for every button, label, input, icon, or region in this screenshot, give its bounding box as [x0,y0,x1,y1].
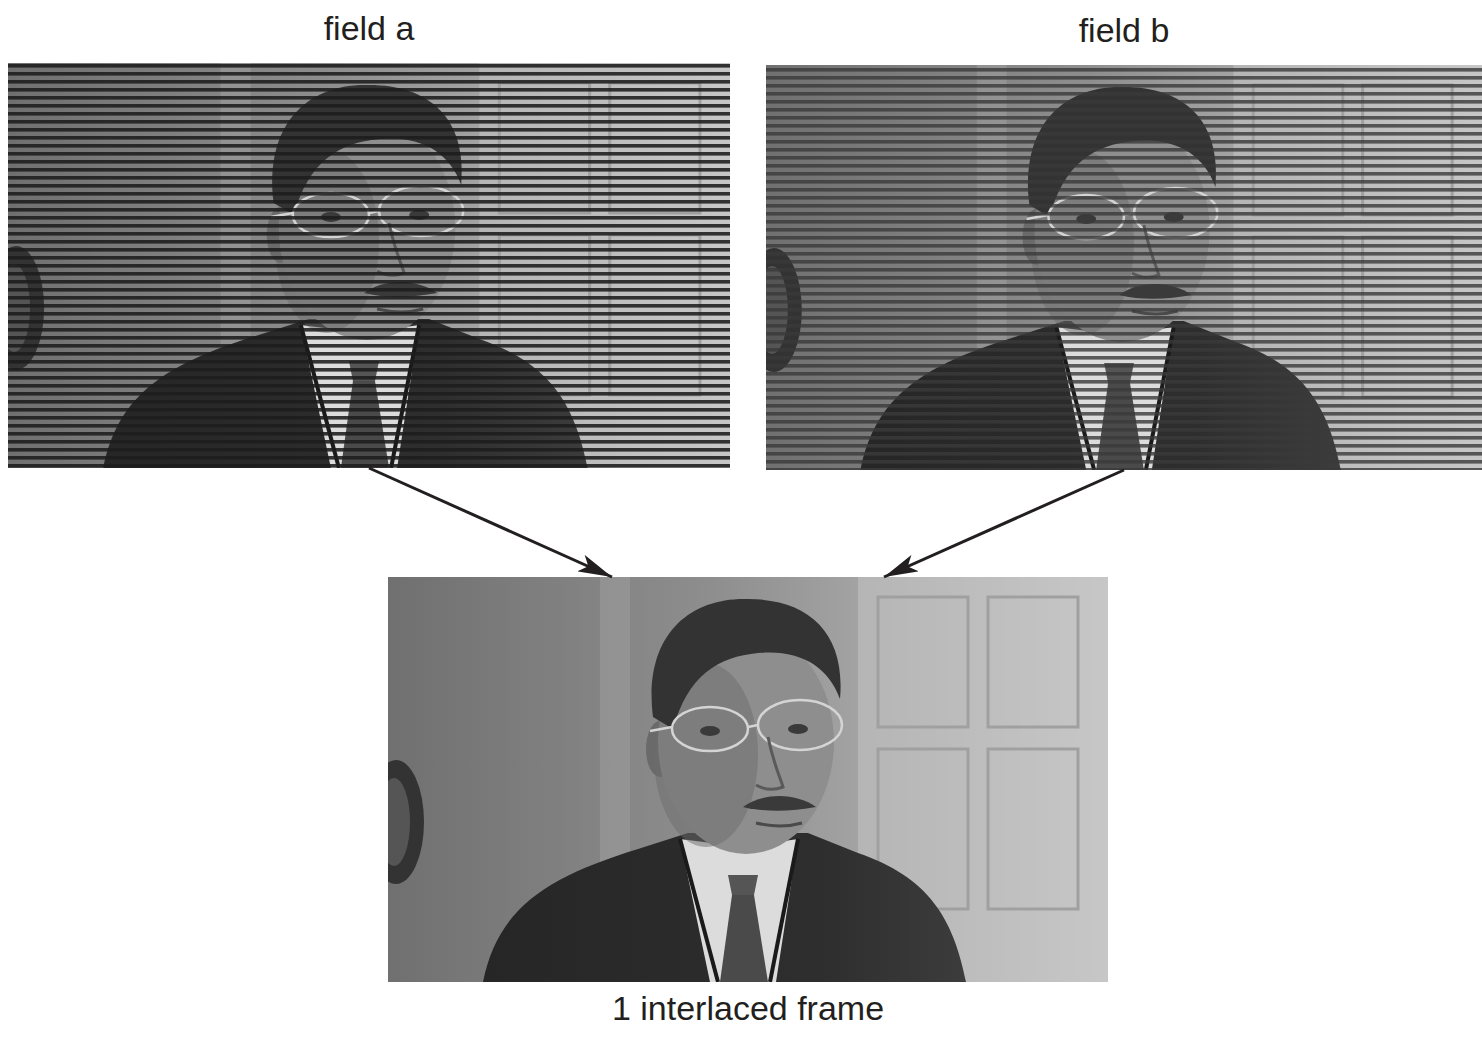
photo-field-a [0,63,730,468]
field-a-lines [8,63,730,468]
image-panel: field a [8,8,730,468]
field-b-lines [766,65,1482,470]
panel-caption: field a [8,8,730,49]
arrow-connector [884,470,1124,577]
image-panel: 1 interlaced frame [388,577,1108,1029]
photo-field-b [746,65,1482,470]
panel-caption: 1 interlaced frame [388,988,1108,1029]
image-panel: field b [766,10,1482,470]
arrow-connector [369,468,612,577]
photo-frame [368,577,1108,982]
panel-caption: field b [766,10,1482,51]
